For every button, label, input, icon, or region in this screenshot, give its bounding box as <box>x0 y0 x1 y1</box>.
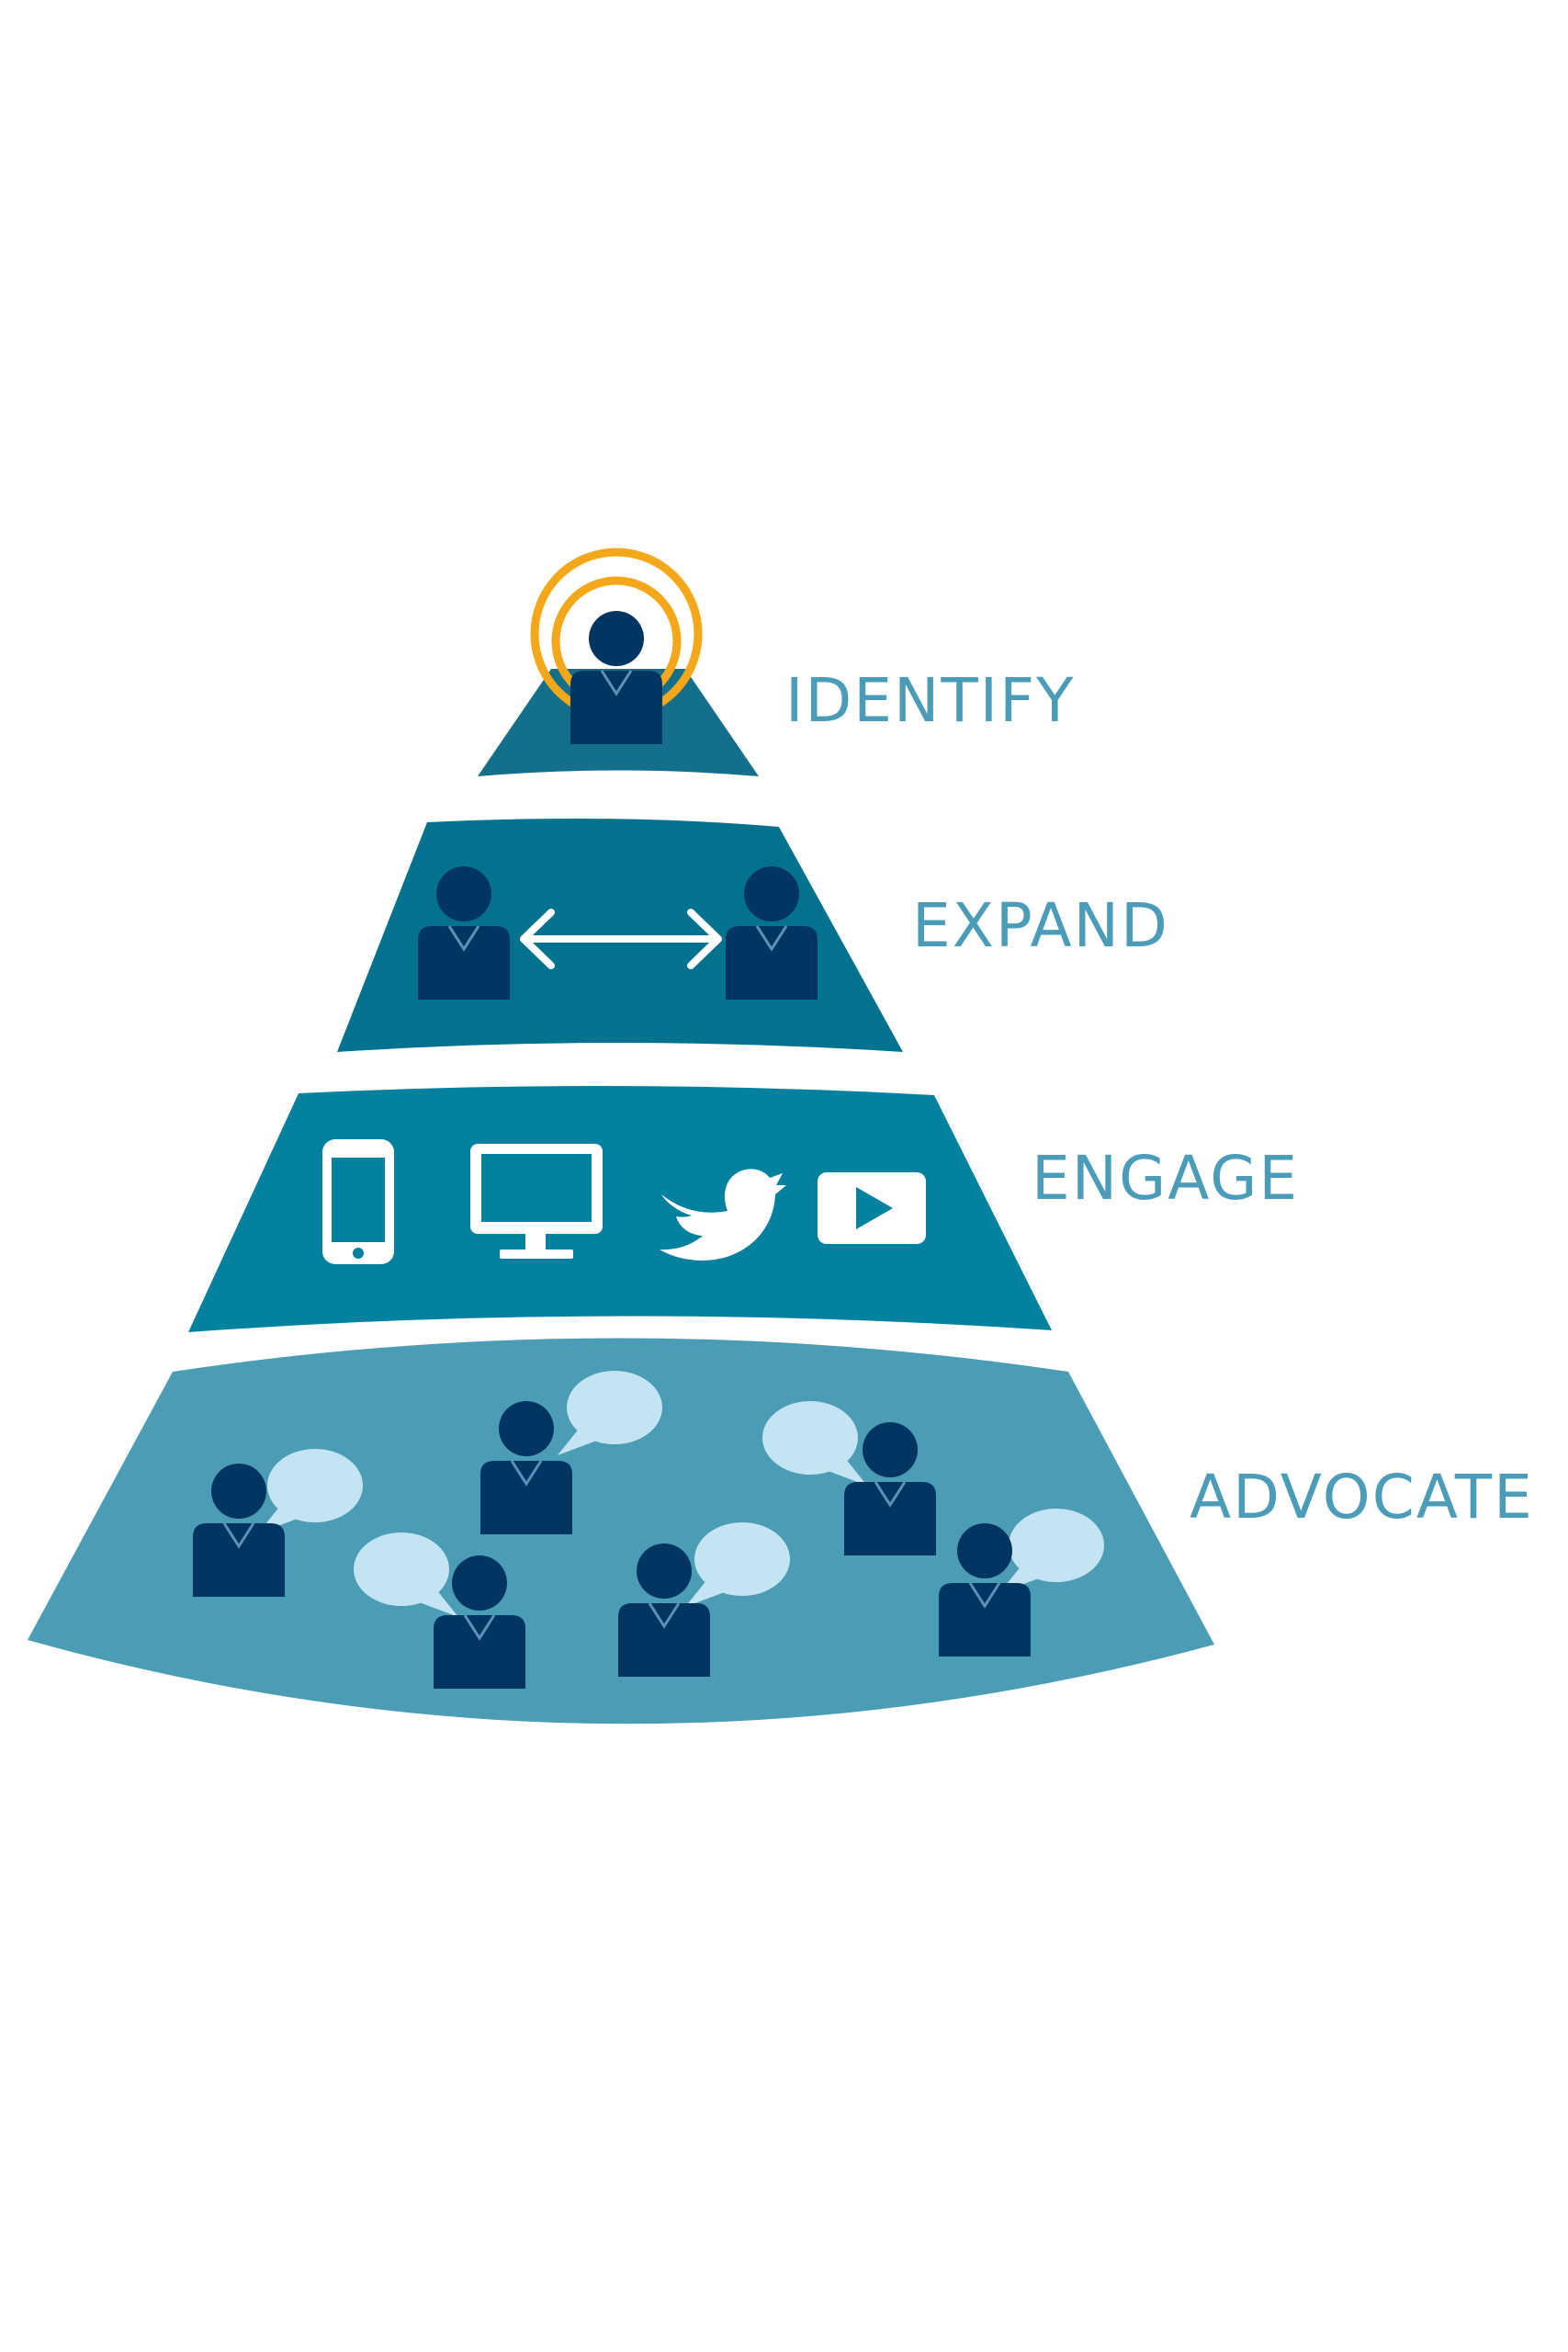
person-target-icon <box>530 548 703 746</box>
tier-advocate <box>28 1338 1214 1724</box>
desktop-monitor-icon <box>470 1144 603 1259</box>
tier-expand <box>337 819 903 1052</box>
double-arrow-icon <box>520 909 722 969</box>
tier-label-engage: ENGAGE <box>1032 1143 1299 1214</box>
tier-identify <box>478 548 759 776</box>
tier-advocate-band <box>28 1338 1214 1724</box>
smartphone-icon <box>322 1139 394 1264</box>
video-play-icon <box>818 1172 926 1244</box>
tier-label-expand: EXPAND <box>912 890 1169 961</box>
tier-label-advocate: ADVOCATE <box>1190 1462 1534 1532</box>
twitter-bird-icon <box>660 1169 786 1261</box>
tier-engage <box>188 1085 1052 1332</box>
tier-engage-band <box>188 1085 1052 1332</box>
tier-label-identify: IDENTIFY <box>785 665 1075 736</box>
